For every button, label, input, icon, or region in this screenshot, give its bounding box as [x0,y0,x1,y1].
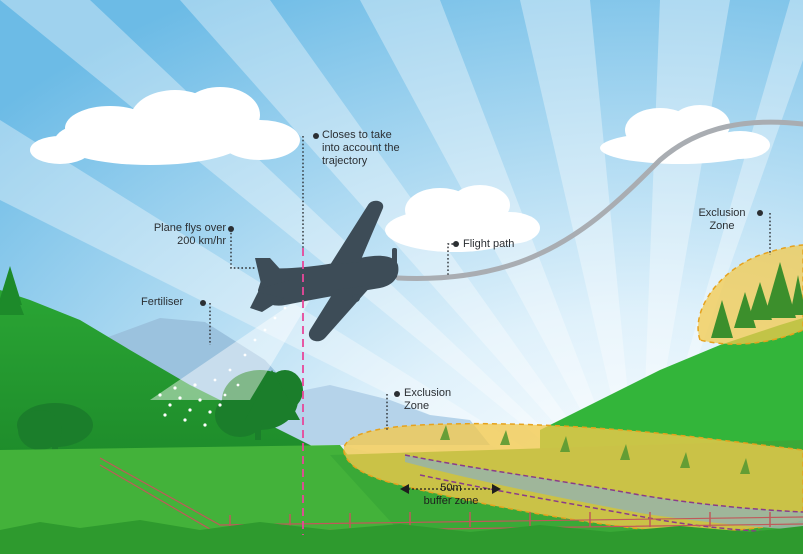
buffer-zone-label: 50m buffer zone [414,482,488,508]
cloud-left [30,87,300,165]
foreground-grass [0,520,803,554]
fertiliser-label-text: Fertiliser [141,296,184,308]
river [405,455,803,530]
closes-label: Closes to take into account the trajecto… [322,129,400,168]
fertiliser-label: Fertiliser [141,296,183,309]
plane-speed-label-line2: 200 km/hr [177,235,226,247]
exclusion-lower-line1: Exclusion [404,387,452,399]
flight-path-label-text: Flight path [463,238,515,250]
cloud-middle [385,185,540,252]
callout-leaders [209,136,771,432]
tree-cluster-left [215,370,303,440]
buffer-zone-line1: 50m [440,482,462,494]
exclusion-zone-lower-label: Exclusion Zone [404,387,451,413]
fertiliser-spray [150,298,310,400]
buffer-zone-line2: buffer zone [423,495,479,507]
flight-path-label: Flight path [463,238,514,251]
exclusion-upper-line1: Exclusion [698,207,746,219]
plane-silhouette [250,200,399,342]
exclusion-upper-line2: Zone [709,220,735,232]
flight-path-trail [395,119,803,281]
closes-label-line1: Closes to take [322,129,392,141]
plane-speed-label: Plane flys over 200 km/hr [128,222,226,248]
closes-label-line3: trajectory [322,155,368,167]
grass-tufts [440,425,750,474]
fertiliser-particles [158,306,287,427]
exclusion-zone-upper-label: Exclusion Zone [690,207,754,233]
pine-trees-upper-zone [711,262,803,338]
plane-speed-label-line1: Plane flys over [153,222,226,234]
closes-label-line2: into account the [322,142,400,154]
buffer-zone-arrow [400,484,501,494]
exclusion-lower-line2: Zone [404,400,430,412]
callout-dots [200,133,763,397]
conifer-left [0,266,24,315]
river-bank-line-top [404,454,803,513]
